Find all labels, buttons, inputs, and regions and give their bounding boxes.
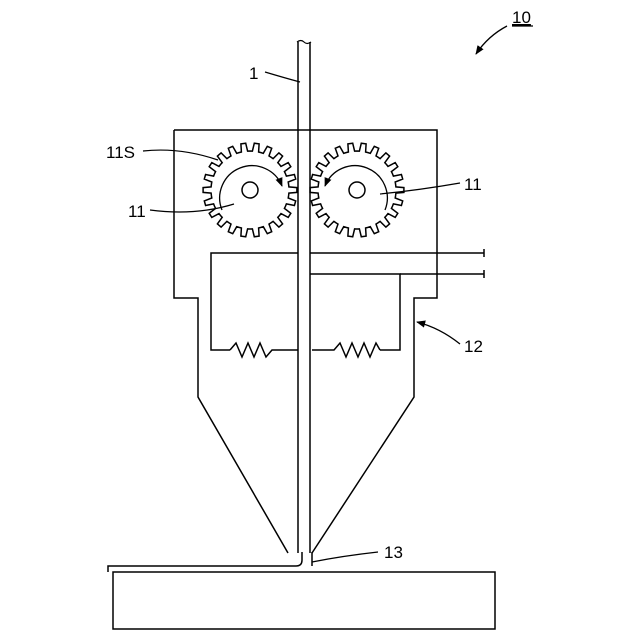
gear-teeth (203, 143, 297, 237)
heater-element-right (312, 343, 380, 357)
build-plate (113, 572, 495, 629)
drive-gear-right (310, 143, 404, 237)
label-gear-right: 11 (464, 175, 482, 194)
label-deposit: 13 (384, 543, 403, 562)
leader-filament (265, 72, 300, 82)
rotation-arrow-left (220, 166, 282, 210)
gear-teeth (310, 143, 404, 237)
gear-hub-right (349, 182, 365, 198)
drive-gear-left (203, 143, 297, 237)
label-filament: 1 (249, 64, 258, 83)
arrow-housing (417, 322, 460, 344)
gear-hub-left (242, 182, 258, 198)
leader-gear-surface (143, 150, 218, 160)
rotation-arrow-right (325, 166, 387, 210)
filament (297, 41, 311, 554)
heater-chamber (211, 253, 400, 350)
leader-gear-right (380, 183, 460, 194)
label-gear-left: 11 (128, 202, 146, 221)
label-gear-surface: 11S (106, 143, 135, 162)
label-nozzle-body: 12 (464, 337, 483, 356)
heater-element-left (230, 343, 298, 357)
arrow-device (476, 26, 507, 54)
leader-deposit (312, 552, 378, 562)
deposited-filament (108, 552, 312, 572)
label-device: 10 (512, 8, 531, 27)
